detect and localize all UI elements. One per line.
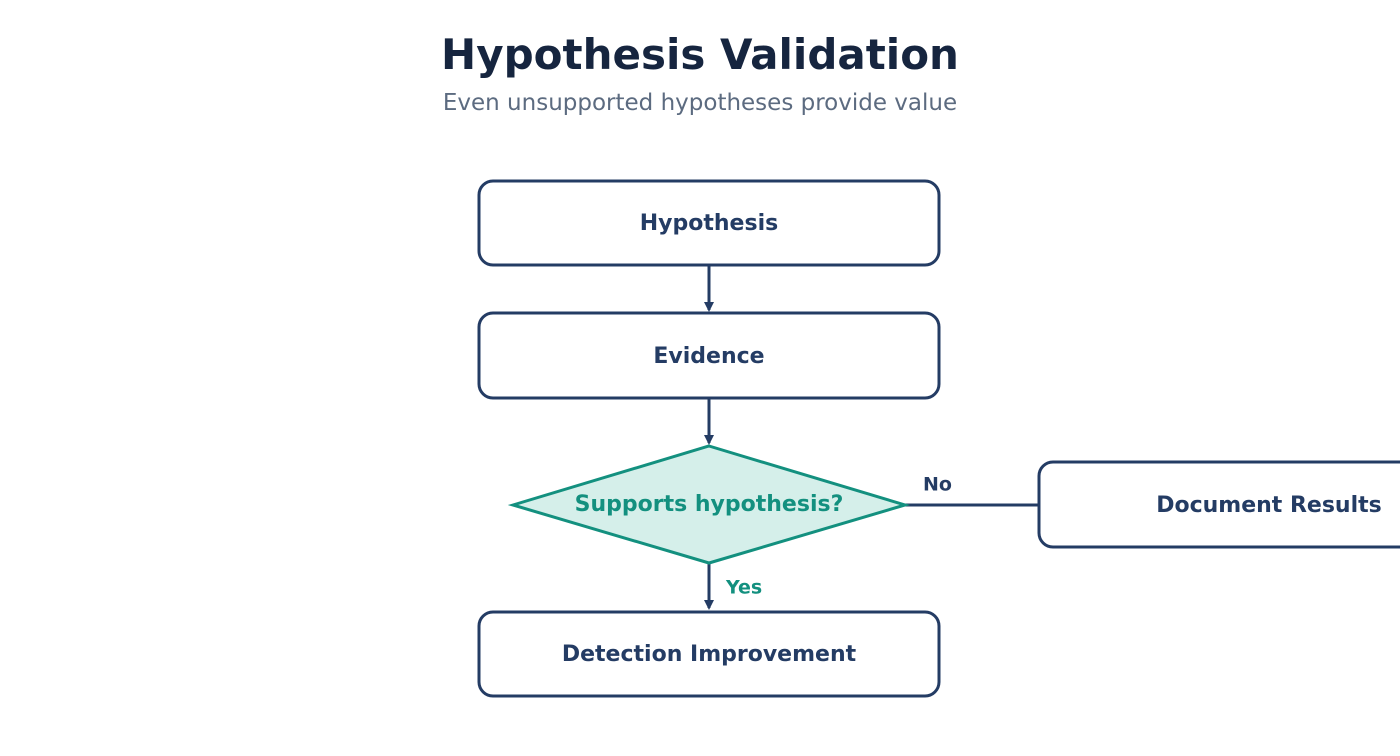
node-evidence-label: Evidence	[653, 344, 764, 369]
node-hypothesis: Hypothesis	[477, 179, 941, 267]
node-decision-label: Supports hypothesis?	[575, 492, 844, 517]
node-document-results-label: Document Results	[1156, 493, 1382, 518]
node-evidence: Evidence	[477, 311, 941, 400]
diagram-title: Hypothesis Validation	[441, 30, 959, 79]
node-document-results: Document Results	[1037, 460, 1400, 549]
diagram-subtitle: Even unsupported hypotheses provide valu…	[442, 90, 958, 116]
edge-label-no: No	[923, 474, 952, 496]
node-decision: Supports hypothesis?	[507, 444, 911, 565]
node-detection-improvement-label: Detection Improvement	[562, 642, 857, 667]
node-hypothesis-label: Hypothesis	[640, 211, 778, 236]
edge-label-yes: Yes	[725, 577, 762, 599]
node-detection-improvement: Detection Improvement	[477, 610, 941, 698]
